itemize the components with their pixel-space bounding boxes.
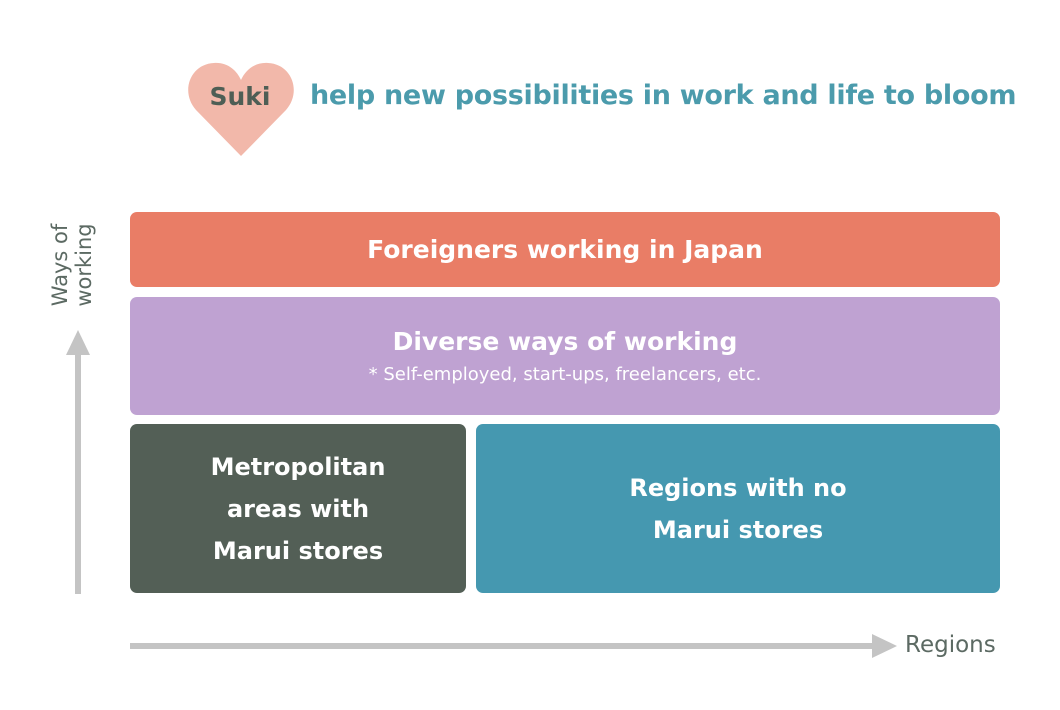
y-axis-line [75,354,81,594]
y-axis-label-line1: Ways of [48,223,72,307]
metro-line1: Metropolitan [210,452,386,481]
metropolitan-box: Metropolitan areas with Marui stores [130,424,466,593]
x-axis-label: Regions [905,632,996,658]
regions-box: Regions with no Marui stores [476,424,1000,593]
foreigners-title: Foreigners working in Japan [367,235,763,264]
heart-icon [188,62,294,156]
logo-text: Suki [209,82,271,111]
regions-line1: Regions with no [629,473,847,502]
y-axis-label-line2: working [72,223,96,307]
tagline: help new possibilities in work and life … [310,80,1017,111]
x-axis-arrow-head-icon [872,634,897,658]
y-axis-arrow-head-icon [66,330,90,355]
foreigners-box: Foreigners working in Japan [130,212,1000,287]
metro-line2: areas with [226,494,370,523]
y-axis-label: Ways of working [48,215,96,315]
diverse-title: Diverse ways of working [392,327,738,356]
diverse-working-box: Diverse ways of working * Self-employed,… [130,297,1000,415]
diverse-note: * Self-employed, start-ups, freelancers,… [368,364,762,385]
x-axis-line [130,643,875,649]
regions-line2: Marui stores [652,515,824,544]
metro-line3: Marui stores [212,536,384,565]
